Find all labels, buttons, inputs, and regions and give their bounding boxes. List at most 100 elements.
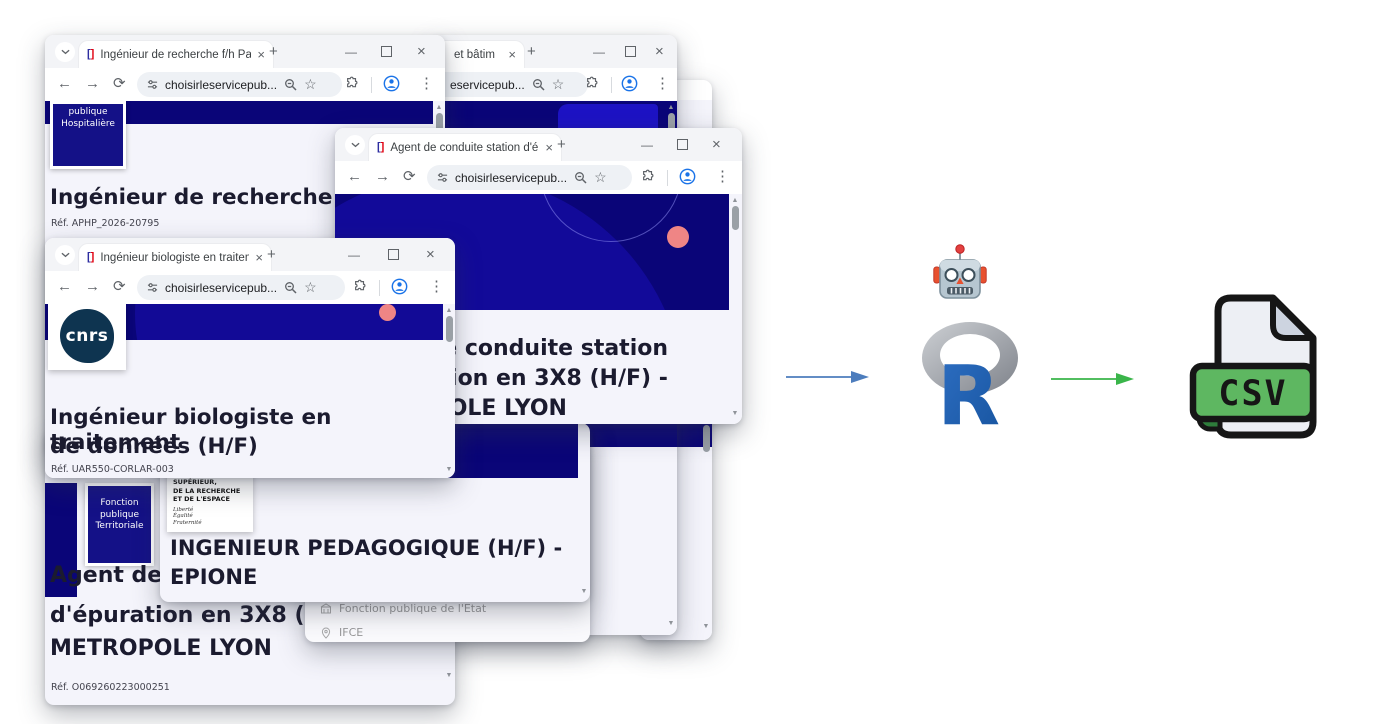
profile-icon[interactable] [621, 75, 638, 97]
scroll-down-icon[interactable]: ▼ [731, 410, 739, 417]
menu-kebab-icon[interactable]: ⋮ [655, 75, 670, 92]
scrollbar-thumb[interactable] [446, 316, 453, 342]
tab-close-icon[interactable]: × [508, 47, 516, 62]
tab-search-button[interactable] [55, 42, 75, 62]
tune-icon[interactable] [437, 172, 448, 183]
maximize-button[interactable] [388, 238, 399, 271]
scroll-up-icon[interactable]: ▲ [435, 104, 443, 111]
url-bar[interactable]: choisirleservicepub... ☆ [137, 72, 342, 97]
bookmark-star-icon[interactable]: ☆ [551, 76, 565, 92]
profile-icon[interactable] [391, 278, 408, 300]
new-tab-button[interactable]: + [267, 246, 276, 263]
new-tab-button[interactable]: + [269, 43, 278, 60]
url-bar[interactable]: choisirleservicepub... ☆ [137, 275, 345, 300]
close-button[interactable]: × [712, 136, 721, 153]
menu-kebab-icon[interactable]: ⋮ [419, 75, 434, 92]
zoom-out-icon[interactable] [284, 281, 297, 294]
minimize-button[interactable]: — [348, 247, 360, 262]
reload-icon[interactable]: ⟳ [113, 278, 126, 295]
scrollbar-thumb[interactable] [668, 113, 675, 139]
scroll-down-icon[interactable]: ▼ [667, 620, 675, 627]
extensions-icon[interactable] [641, 169, 655, 188]
employer-logo-card: publique Hospitalière [50, 101, 126, 169]
close-button[interactable]: × [417, 43, 426, 60]
tab-search-button[interactable] [55, 245, 75, 265]
profile-icon[interactable] [383, 75, 400, 97]
scroll-down-icon[interactable]: ▼ [580, 588, 588, 595]
r-letter: R [937, 349, 1000, 430]
tab-close-icon[interactable]: × [257, 47, 265, 62]
menu-kebab-icon[interactable]: ⋮ [429, 278, 444, 295]
forward-icon[interactable]: → [375, 168, 390, 185]
employer-name-label: IFCE [339, 626, 364, 639]
reload-icon[interactable]: ⟳ [113, 75, 126, 92]
back-icon[interactable]: ← [347, 168, 362, 185]
forward-icon[interactable]: → [85, 278, 100, 295]
extensions-icon[interactable] [585, 76, 599, 95]
bookmark-star-icon[interactable]: ☆ [594, 169, 607, 185]
bookmark-star-icon[interactable]: ☆ [304, 76, 317, 92]
back-icon[interactable]: ← [57, 278, 72, 295]
url-bar[interactable]: choisirleservicepub... ☆ [427, 165, 632, 190]
minimize-button[interactable]: — [641, 137, 653, 152]
chevron-down-icon [350, 142, 360, 148]
back-icon[interactable]: ← [57, 75, 72, 92]
employer-logo-card: Fonction publique Territoriale [85, 483, 154, 566]
zoom-out-icon[interactable] [284, 78, 297, 91]
new-tab-button[interactable]: + [527, 43, 536, 60]
zoom-out-icon[interactable] [574, 171, 587, 184]
new-tab-button[interactable]: + [557, 136, 566, 153]
browser-tab[interactable]: [] Ingénieur biologiste en traitem × [79, 244, 271, 271]
browser-tab[interactable]: [] Ingénieur de recherche f/h Paris × [79, 41, 273, 68]
chevron-down-icon [60, 49, 70, 55]
banner-salmon-dot [667, 226, 689, 248]
scrollbar-thumb[interactable] [703, 425, 710, 452]
menu-kebab-icon[interactable]: ⋮ [715, 168, 730, 185]
scrollbar-thumb[interactable] [732, 206, 739, 230]
fonction-publique-hospitaliere-badge: publique Hospitalière [53, 104, 123, 166]
browser-toolbar: ← → ⟳ choisirleservicepub... ☆ ⋮ [45, 68, 445, 101]
arrow-browser-to-r [786, 371, 869, 383]
scroll-up-icon[interactable]: ▲ [445, 307, 453, 314]
scrollbar[interactable]: ▲ ▼ [443, 304, 455, 478]
zoom-out-icon[interactable] [532, 78, 545, 91]
close-button[interactable]: × [426, 246, 435, 263]
scroll-down-icon[interactable]: ▼ [702, 623, 710, 630]
scrollbar[interactable]: ▼ [700, 100, 712, 640]
marianne-motto: Liberté Égalité Fraternité [173, 506, 202, 526]
maximize-button[interactable] [677, 128, 688, 161]
forward-icon[interactable]: → [85, 75, 100, 92]
tab-search-button[interactable] [345, 135, 365, 155]
scrollbar[interactable]: ▲ [433, 101, 445, 455]
profile-icon[interactable] [679, 168, 696, 190]
scroll-down-icon[interactable]: ▼ [445, 672, 453, 679]
tune-icon[interactable] [147, 282, 158, 293]
reload-icon[interactable]: ⟳ [403, 168, 416, 185]
scroll-up-icon[interactable]: ▲ [667, 104, 675, 111]
job-title-line: INGENIEUR PEDAGOGIQUE (H/F) - [170, 536, 563, 560]
minimize-button[interactable]: — [593, 44, 605, 59]
scrollbar[interactable]: ▼ [578, 423, 590, 602]
robot-icon [933, 244, 987, 299]
url-text: eservicepub... [450, 77, 525, 92]
scrollbar[interactable]: ▲ ▼ [665, 101, 677, 635]
page-banner-block [45, 483, 77, 597]
extensions-icon[interactable] [345, 76, 359, 95]
tab-close-icon[interactable]: × [255, 250, 263, 265]
scrollbar[interactable]: ▲ ▼ [729, 194, 742, 424]
tab-close-icon[interactable]: × [545, 140, 553, 155]
scrollbar-thumb[interactable] [436, 113, 443, 139]
scrollbar[interactable]: ▼ [443, 430, 455, 705]
minimize-button[interactable]: — [345, 44, 357, 59]
scroll-up-icon[interactable]: ▲ [731, 197, 739, 204]
close-button[interactable]: × [655, 43, 664, 60]
extensions-icon[interactable] [353, 279, 367, 298]
bookmark-star-icon[interactable]: ☆ [304, 279, 317, 295]
scroll-down-icon[interactable]: ▼ [445, 466, 453, 473]
gouv-favicon: [] [87, 251, 95, 263]
government-building-icon [320, 602, 332, 613]
browser-tab[interactable]: [] Agent de conduite station d'épu × [369, 134, 561, 161]
tune-icon[interactable] [147, 79, 158, 90]
maximize-button[interactable] [381, 35, 392, 68]
maximize-button[interactable] [625, 35, 636, 68]
